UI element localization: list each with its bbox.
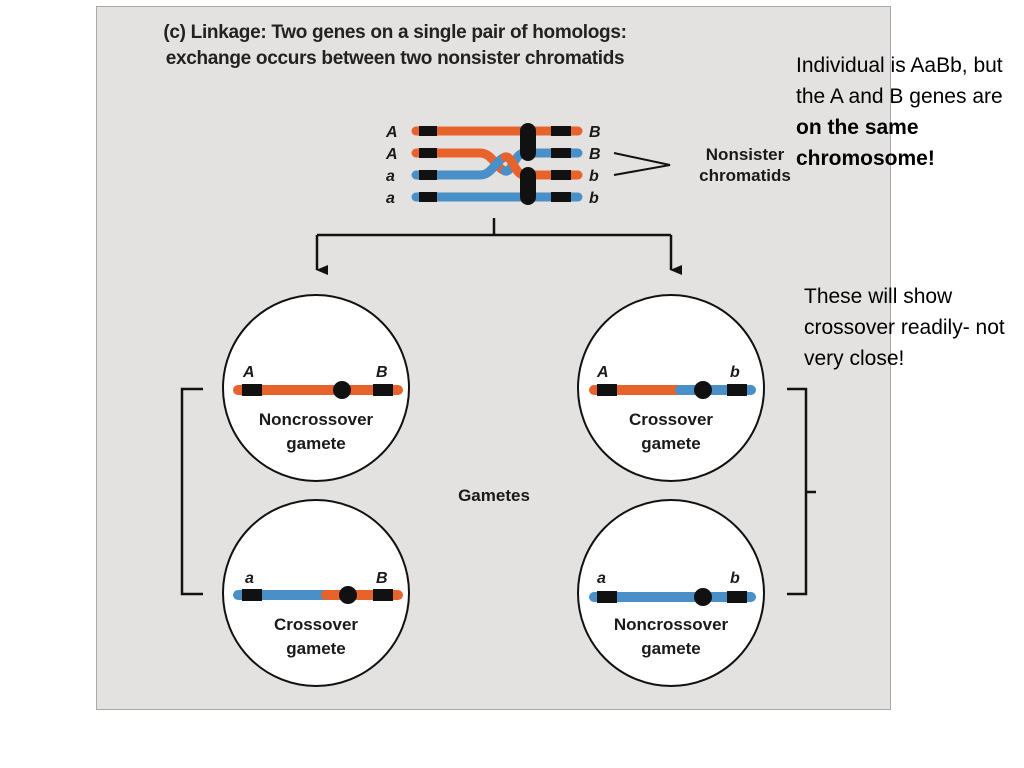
nonsister-label-line2: chromatids bbox=[699, 166, 791, 185]
gamete-4-left-label: a bbox=[597, 570, 606, 587]
gametes-label: Gametes bbox=[458, 486, 530, 505]
gamete-chromosome-3 bbox=[233, 586, 403, 604]
chromatid-label-left-3: a bbox=[386, 168, 395, 185]
chromatid-group bbox=[411, 123, 583, 205]
chromatid-label-right-1: B bbox=[589, 124, 601, 141]
gamete-3-type-line1: Crossover bbox=[274, 615, 358, 634]
left-bracket bbox=[180, 387, 203, 596]
chromatid-label-right-4: b bbox=[589, 190, 599, 207]
gamete-1-type-line1: Noncrossover bbox=[259, 410, 374, 429]
gamete-chromosome-4 bbox=[589, 588, 756, 606]
gamete-3-right-label: B bbox=[376, 570, 388, 587]
chromatid-label-left-2: A bbox=[385, 146, 398, 163]
gamete-chromosome-2 bbox=[589, 381, 756, 399]
figure-title: (c) Linkage: Two genes on a single pair … bbox=[163, 22, 627, 69]
gamete-2-type-line1: Crossover bbox=[629, 410, 713, 429]
nonsister-label-line1: Nonsister bbox=[706, 145, 785, 164]
chromatid-label-left-1: A bbox=[385, 124, 398, 141]
chromatid-label-right-3: b bbox=[589, 168, 599, 185]
linkage-note: Individual is AaBb, but the A and B gene… bbox=[796, 50, 1021, 174]
distribution-arrows bbox=[315, 218, 682, 275]
gamete-2-type-line2: gamete bbox=[641, 434, 701, 453]
gamete-4-type-line1: Noncrossover bbox=[614, 615, 729, 634]
gamete-4-type-line2: gamete bbox=[641, 639, 701, 658]
chromatid-label-left-4: a bbox=[386, 190, 395, 207]
gamete-3-left-label: a bbox=[245, 570, 254, 587]
gamete-1-left-label: A bbox=[242, 364, 255, 381]
gamete-3-type-line2: gamete bbox=[286, 639, 346, 658]
linkage-note-emphasis: on the same chromosome! bbox=[796, 116, 935, 170]
gene-blocks bbox=[419, 126, 571, 202]
gamete-2-right-label: b bbox=[730, 364, 740, 381]
centromeres bbox=[520, 123, 536, 205]
linkage-note-text: Individual is AaBb, but the A and B gene… bbox=[796, 54, 1003, 108]
gamete-1-right-label: B bbox=[376, 364, 388, 381]
right-bracket bbox=[787, 387, 808, 596]
gamete-4-right-label: b bbox=[730, 570, 740, 587]
gamete-2-left-label: A bbox=[596, 364, 609, 381]
chromatid-label-right-2: B bbox=[589, 146, 601, 163]
gamete-chromosome-1 bbox=[233, 381, 403, 399]
crossover-note: These will show crossover readily- not v… bbox=[804, 285, 1005, 370]
gamete-1-type-line2: gamete bbox=[286, 434, 346, 453]
nonsister-pointer bbox=[613, 152, 671, 176]
